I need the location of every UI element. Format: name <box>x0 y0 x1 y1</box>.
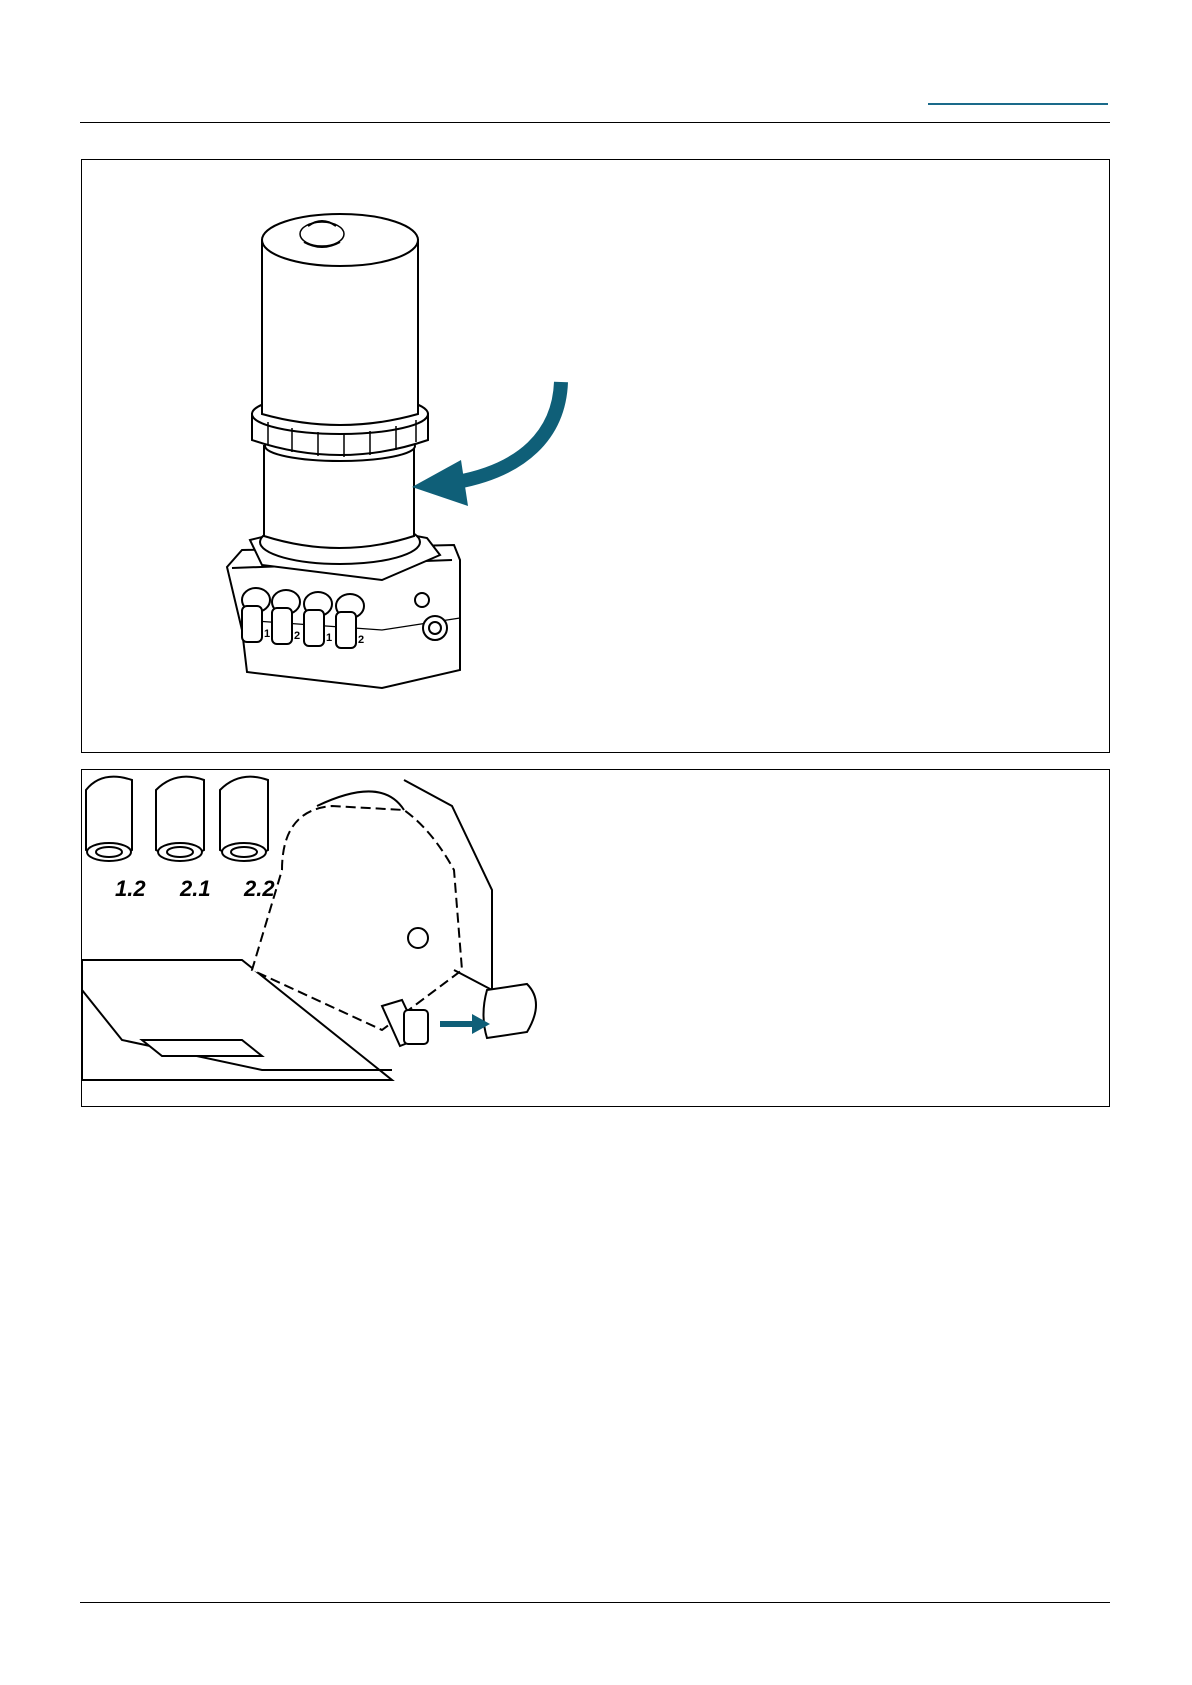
connector-illustration: 1.2 2.1 2.2 <box>82 770 1110 1107</box>
header-rule <box>80 122 1110 123</box>
port-label: 2.1 <box>179 876 211 901</box>
protective-cap <box>484 984 537 1038</box>
figure-connector-cap: 1.2 2.1 2.2 <box>81 769 1110 1107</box>
pneumatic-fittings <box>86 777 268 861</box>
fitting-number: 1 <box>264 628 270 640</box>
port-label: 2.2 <box>243 876 275 901</box>
figure-positioner-cover: 1 2 1 2 <box>81 159 1110 753</box>
footer-rule <box>80 1602 1110 1603</box>
fitting-number: 2 <box>358 634 364 646</box>
positioner-illustration: 1 2 1 2 <box>82 160 1110 753</box>
pull-arrow-icon <box>440 1014 490 1034</box>
port-label: 1.2 <box>115 876 146 901</box>
header-link-underline <box>928 103 1108 105</box>
fitting-number: 1 <box>326 632 332 644</box>
curved-arrow-icon <box>412 382 561 506</box>
transparent-cover <box>262 240 418 425</box>
fitting-number: 2 <box>294 630 300 642</box>
